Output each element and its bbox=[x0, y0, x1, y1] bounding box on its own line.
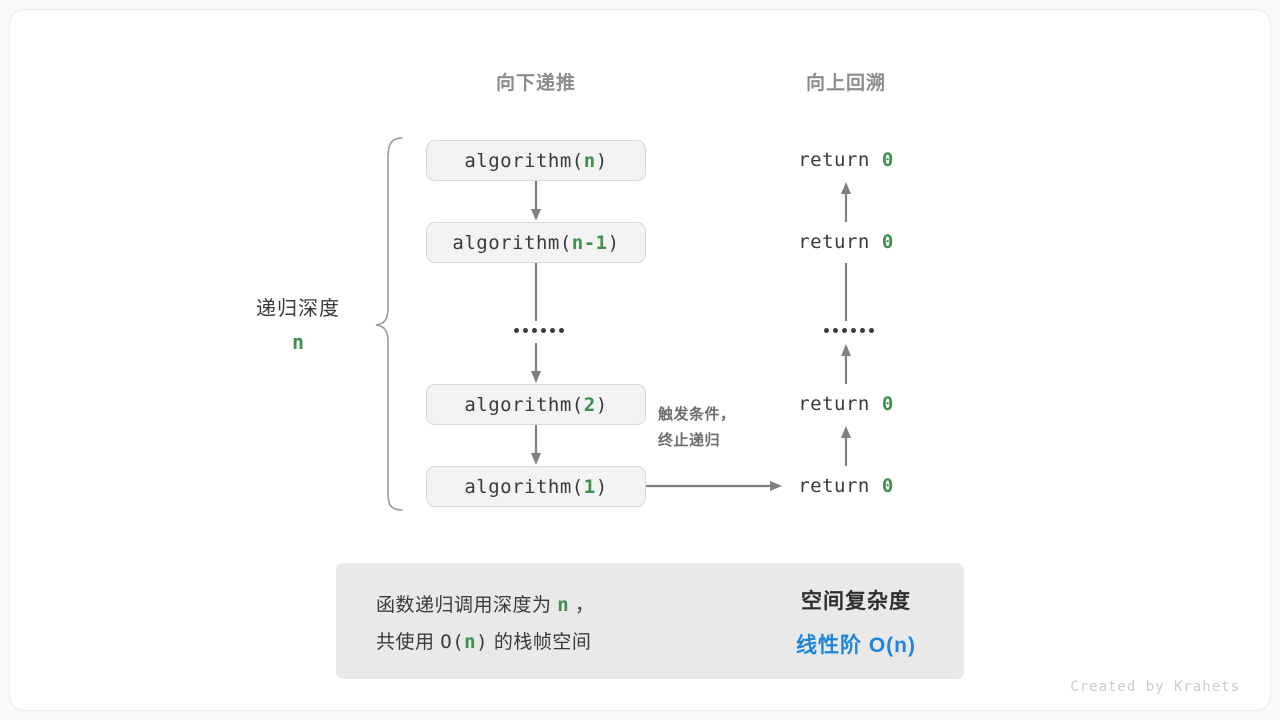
return-value: 0 bbox=[881, 149, 894, 171]
call-suffix: ) bbox=[595, 149, 608, 172]
up-arrow-icon-1 bbox=[839, 181, 853, 227]
summary-box: 函数递归调用深度为 n ， 共使用 O(n) 的栈帧空间 空间复杂度 线性阶 O… bbox=[336, 563, 964, 679]
return-statement-1: return 0 bbox=[746, 149, 946, 171]
up-arrow-icon-2 bbox=[839, 263, 853, 326]
condition-line-2: 终止递归 bbox=[658, 432, 721, 449]
return-text: return bbox=[798, 475, 882, 497]
call-suffix: ) bbox=[595, 475, 608, 498]
down-arrow-icon-1 bbox=[529, 181, 543, 227]
return-text: return bbox=[798, 231, 882, 253]
call-arg: 1 bbox=[583, 475, 596, 498]
header-downward-recursion: 向下递推 bbox=[495, 73, 576, 94]
summary-line-2-tail: 的栈帧空间 bbox=[488, 632, 592, 653]
summary-line-2-o: O( bbox=[440, 631, 465, 653]
call-arg: n bbox=[583, 149, 596, 172]
depth-brace bbox=[372, 136, 412, 517]
return-text: return bbox=[798, 393, 882, 415]
summary-result: 空间复杂度 线性阶 O(n) bbox=[776, 585, 936, 659]
up-arrow-icon-3 bbox=[839, 343, 853, 389]
call-prefix: algorithm( bbox=[464, 393, 584, 416]
termination-condition-label: 触发条件， 终止递归 bbox=[658, 402, 736, 454]
base-case-arrow-icon bbox=[646, 476, 786, 501]
ellipsis-left-icon bbox=[514, 328, 564, 333]
summary-line-1-text: 函数递归调用深度为 bbox=[376, 595, 558, 616]
summary-line-2-n: n bbox=[464, 631, 477, 653]
ellipsis-right-icon bbox=[824, 328, 874, 333]
space-complexity-value: 线性阶 O(n) bbox=[796, 634, 916, 657]
call-box-n: algorithm(n) bbox=[426, 140, 646, 181]
summary-line-2: 共使用 O(n) 的栈帧空间 bbox=[376, 624, 595, 661]
summary-line-1-n: n bbox=[557, 594, 570, 616]
call-box-n-minus-1: algorithm(n-1) bbox=[426, 222, 646, 263]
space-complexity-title: 空间复杂度 bbox=[801, 590, 911, 613]
recursion-depth-label: 递归深度 n bbox=[198, 292, 398, 354]
down-arrow-icon-3 bbox=[529, 343, 543, 389]
up-arrow-icon-4 bbox=[839, 425, 853, 471]
summary-line-2-close: ) bbox=[476, 631, 489, 653]
return-statement-4: return 0 bbox=[746, 475, 946, 497]
call-arg: 2 bbox=[583, 393, 596, 416]
return-value: 0 bbox=[881, 231, 894, 253]
return-statement-3: return 0 bbox=[746, 393, 946, 415]
diagram-card: 向下递推 向上回溯 递归深度 n algorithm(n) algorithm(… bbox=[10, 10, 1270, 710]
condition-line-1: 触发条件， bbox=[658, 406, 736, 423]
summary-line-1-tail: ， bbox=[569, 595, 595, 616]
call-arg: n-1 bbox=[571, 231, 608, 254]
call-prefix: algorithm( bbox=[464, 475, 584, 498]
credit-text: Created by Krahets bbox=[1070, 679, 1240, 695]
summary-line-1: 函数递归调用深度为 n ， bbox=[376, 587, 595, 624]
return-statement-2: return 0 bbox=[746, 231, 946, 253]
call-prefix: algorithm( bbox=[452, 231, 572, 254]
summary-description: 函数递归调用深度为 n ， 共使用 O(n) 的栈帧空间 bbox=[376, 587, 595, 661]
return-text: return bbox=[798, 149, 882, 171]
down-arrow-icon-2 bbox=[529, 263, 543, 326]
call-suffix: ) bbox=[595, 393, 608, 416]
recursion-depth-value: n bbox=[291, 330, 305, 354]
call-box-1: algorithm(1) bbox=[426, 466, 646, 507]
call-box-2: algorithm(2) bbox=[426, 384, 646, 425]
summary-line-2-text: 共使用 bbox=[376, 632, 441, 653]
return-value: 0 bbox=[881, 393, 894, 415]
header-upward-backtrack: 向上回溯 bbox=[805, 73, 886, 94]
recursion-depth-text: 递归深度 bbox=[256, 298, 340, 320]
return-value: 0 bbox=[881, 475, 894, 497]
call-prefix: algorithm( bbox=[464, 149, 584, 172]
call-suffix: ) bbox=[607, 231, 620, 254]
down-arrow-icon-4 bbox=[529, 425, 543, 471]
